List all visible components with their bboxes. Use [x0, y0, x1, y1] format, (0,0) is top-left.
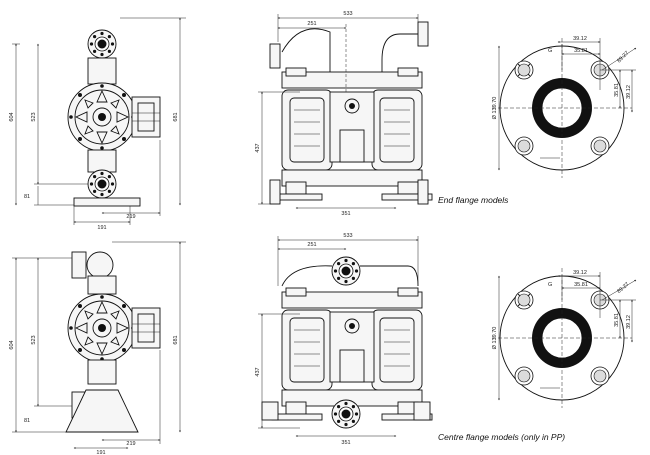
flange-face-top: G 39.12 35.81 89.27 35.81 39.12 Ø 139.70 [491, 36, 637, 179]
dim-half-width: 251 [307, 21, 316, 27]
dim-overall-width: 533 [343, 233, 352, 239]
dim-spacing-a: 39.12 [573, 36, 587, 42]
dim-height: 437 [255, 367, 261, 376]
dim-diagonal: 89.27 [616, 282, 630, 295]
caption-centre-flange: Centre flange models (only in PP) [438, 432, 565, 442]
dim-diameter: Ø 139.70 [492, 97, 498, 120]
dim-base-width: 351 [341, 440, 350, 446]
dim-bottom-offset: 81 [24, 194, 30, 200]
dim-half-width: 251 [307, 242, 316, 248]
dim-base-width: 191 [97, 225, 106, 231]
dim-vertical-a: 35.81 [614, 83, 620, 97]
bolt-label: G [548, 48, 552, 54]
dim-half-width: 219 [126, 214, 135, 220]
dim-bottom-offset: 81 [24, 418, 30, 424]
dim-half-width: 219 [126, 441, 135, 447]
dim-vertical-a: 35.81 [614, 313, 620, 327]
side-view-top: 604 523 681 81 191 219 [9, 17, 186, 231]
dim-height-right: 681 [173, 112, 179, 121]
dim-spacing-b: 35.81 [574, 282, 588, 288]
flange-face-bottom: G 39.12 35.81 89.27 35.81 39.12 Ø 139.70 [491, 267, 637, 409]
dim-vertical-b: 39.12 [626, 85, 632, 99]
dim-overall-width: 533 [343, 11, 352, 17]
dim-height-total: 604 [9, 112, 15, 121]
side-view-bottom: 604 523 681 81 191 219 [9, 241, 186, 455]
bolt-label: G [548, 282, 552, 288]
dim-diagonal: 89.27 [616, 50, 630, 64]
front-view-bottom: 533 251 437 351 [255, 233, 433, 446]
front-view-top: 533 251 437 351 [255, 11, 433, 217]
dim-spacing-a: 39.12 [573, 270, 587, 276]
dim-height-mid: 523 [31, 335, 37, 344]
dim-spacing-b: 35.81 [574, 48, 588, 54]
dim-height: 437 [255, 143, 261, 152]
dim-diameter: Ø 139.70 [492, 327, 498, 350]
dim-base-width: 351 [341, 211, 350, 217]
dim-height-total: 604 [9, 340, 15, 349]
dim-base-width: 191 [96, 450, 105, 455]
dim-height-mid: 523 [31, 112, 37, 121]
dim-vertical-b: 39.12 [626, 315, 632, 329]
caption-end-flange: End flange models [438, 195, 509, 205]
dim-height-right: 681 [173, 335, 179, 344]
